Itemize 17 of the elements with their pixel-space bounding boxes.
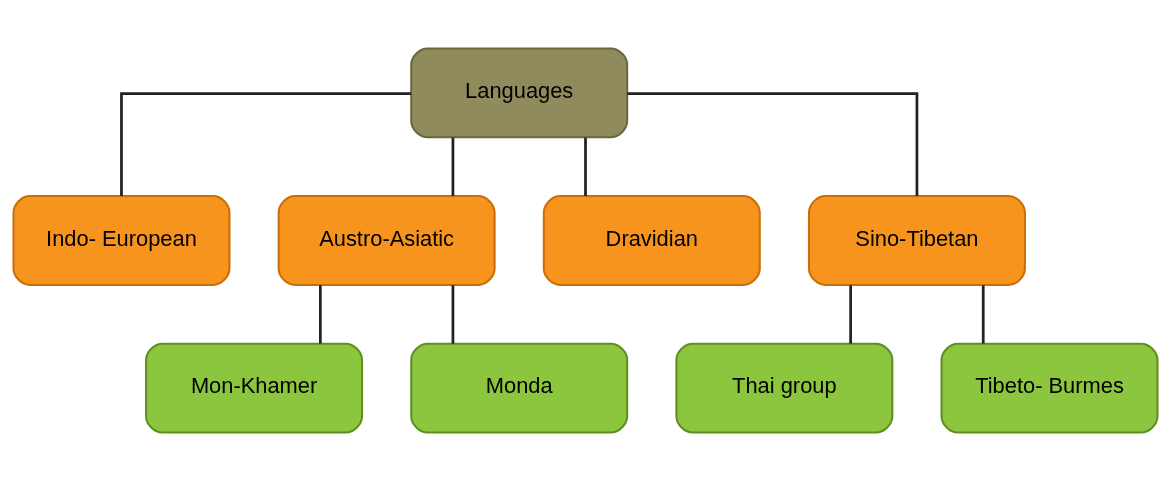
node-box: Thai group [675,342,894,434]
connector [451,137,455,196]
connector [981,285,985,344]
node-box: Indo- European [12,195,231,286]
connector [627,92,919,196]
node-box: Monda [410,342,629,434]
node-box: Mon-Khamer [145,342,364,434]
node-box: Sino-Tibetan [807,195,1026,286]
connector [584,137,587,196]
connector [318,285,322,344]
connector [849,285,853,344]
node-box: Tibeto- Burmes [940,342,1159,434]
node-box: Austro-Asiatic [277,195,496,286]
node-box: Languages [410,47,629,139]
connector [120,92,412,196]
node-box: Dravidian [542,195,761,286]
connector [451,285,455,344]
